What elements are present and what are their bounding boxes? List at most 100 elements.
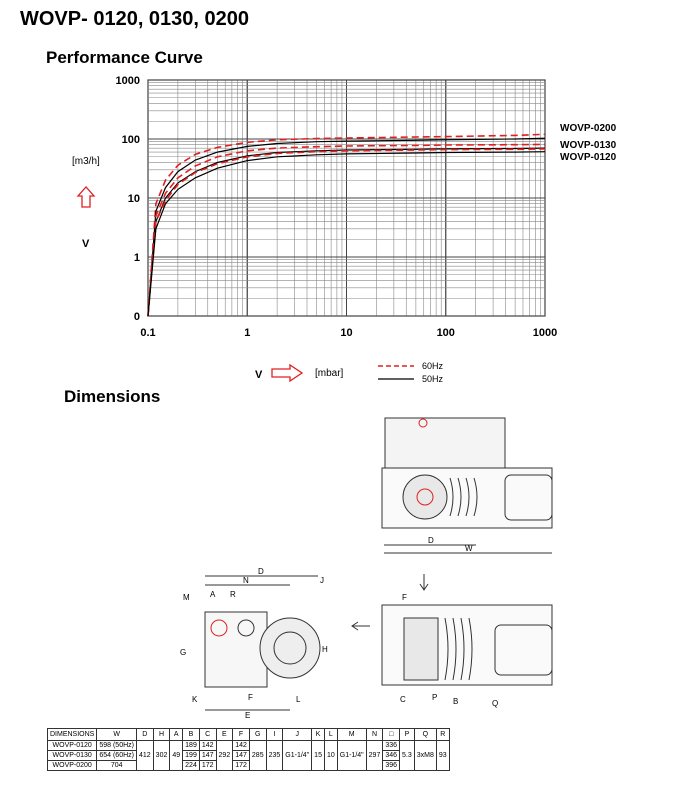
w-cell: 598 (50Hz) bbox=[96, 740, 137, 751]
front-view-port-left bbox=[210, 619, 228, 637]
q-cell: 3xM8 bbox=[413, 740, 437, 771]
dim-label-front-h: H bbox=[322, 645, 328, 654]
model-cell: WOVP-0200 bbox=[46, 760, 98, 771]
dim-label-front-d: D bbox=[258, 567, 264, 576]
header-m: M bbox=[336, 728, 367, 741]
right-view-motor bbox=[494, 624, 553, 676]
side-view-fan bbox=[402, 474, 448, 520]
chart-grid bbox=[147, 79, 546, 317]
header-k: K bbox=[311, 728, 325, 741]
w-cell: 704 bbox=[96, 760, 137, 771]
side-view-tank bbox=[384, 417, 506, 469]
h-cell: 302 bbox=[152, 740, 171, 771]
legend-60hz-label: 60Hz bbox=[422, 361, 444, 371]
x-axis-unit: [mbar] bbox=[315, 368, 344, 379]
l-cell: 10 bbox=[323, 740, 338, 771]
y-axis-unit: [m3/h] bbox=[72, 156, 100, 167]
header-i: I bbox=[265, 728, 284, 741]
series-line-wovp-0130-60hz bbox=[147, 143, 546, 317]
b-cell: 189 bbox=[182, 740, 200, 751]
header-e: E bbox=[215, 728, 234, 741]
dim-label-right-p: P bbox=[432, 693, 437, 702]
side-view-port bbox=[418, 418, 428, 428]
header-dimensions: DIMENSIONS bbox=[46, 728, 98, 741]
front-view-fan-inner bbox=[273, 631, 307, 665]
dim-label-right-q: Q bbox=[492, 699, 498, 708]
c-cell: 142 bbox=[198, 740, 217, 751]
header-a: A bbox=[169, 728, 184, 741]
y-tick-label: 1 bbox=[134, 252, 140, 264]
c-cell: 172 bbox=[198, 760, 217, 771]
dim-label-front-g: G bbox=[180, 648, 186, 657]
header-g: G bbox=[248, 728, 267, 741]
series-label-wovp-0200: WOVP-0200 bbox=[560, 123, 617, 134]
header-d: D bbox=[135, 728, 154, 741]
c-cell: 147 bbox=[198, 750, 217, 761]
dim-label-front-l: L bbox=[296, 695, 301, 704]
series-line-wovp-0120-50hz bbox=[147, 151, 546, 317]
dim-label-front-r: R bbox=[230, 590, 236, 599]
k-cell: 15 bbox=[311, 740, 325, 771]
header-w: W bbox=[96, 728, 137, 741]
f-cell: 142 bbox=[232, 740, 250, 751]
header-box: □ bbox=[382, 728, 401, 741]
g-cell: 285 bbox=[248, 740, 267, 771]
dim-label-right-b: B bbox=[453, 697, 458, 706]
header-l: L bbox=[323, 728, 338, 741]
right-view-drawing: F C P B Q bbox=[351, 574, 553, 708]
table-row: WOVP-0200 704 224 172 172 396 bbox=[46, 760, 450, 771]
side-view-drawing: D W bbox=[381, 417, 553, 554]
dim-label-w: W bbox=[465, 544, 473, 553]
dim-label-front-f: F bbox=[248, 693, 253, 702]
p-cell: 5.3 bbox=[399, 740, 415, 771]
dimensions-table: DIMENSIONS W D H A B C E F G I J K L M N… bbox=[46, 728, 450, 771]
dimension-drawings: D W D N J M A R G H K F E L F C P B Q bbox=[180, 417, 553, 720]
front-view-drawing: D N J M A R G H K F E L bbox=[180, 567, 328, 720]
e-cell: 292 bbox=[215, 740, 234, 771]
right-view-block bbox=[403, 617, 439, 681]
table-row: WOVP-0130 654 (60Hz) 199 147 147 346 bbox=[46, 750, 450, 761]
n-cell: 297 bbox=[365, 740, 384, 771]
x-axis-symbol: V bbox=[255, 369, 263, 381]
series-label-wovp-0120: WOVP-0120 bbox=[560, 152, 617, 163]
right-arrow-icon bbox=[271, 363, 304, 383]
y-tick-label: 0 bbox=[134, 311, 140, 323]
b-cell: 224 bbox=[182, 760, 200, 771]
dim-label-right-c: C bbox=[400, 695, 406, 704]
performance-curve-heading: Performance Curve bbox=[46, 48, 203, 67]
left-arrow-icon bbox=[351, 621, 370, 631]
series-line-wovp-0120-60hz bbox=[147, 148, 546, 317]
model-cell: WOVP-0120 bbox=[46, 740, 98, 751]
chart-curves bbox=[147, 133, 546, 317]
front-view-housing bbox=[204, 611, 268, 688]
j-cell: G1-1/4" bbox=[282, 740, 313, 771]
y-tick-label: 10 bbox=[128, 193, 140, 205]
w-cell: 654 (60Hz) bbox=[96, 750, 137, 761]
i-cell: 235 bbox=[265, 740, 284, 771]
header-j: J bbox=[282, 728, 313, 741]
series-label-wovp-0130: WOVP-0130 bbox=[560, 140, 617, 151]
table-header-row: DIMENSIONS W D H A B C E F G I J K L M N… bbox=[46, 728, 450, 741]
right-view-fins bbox=[444, 617, 473, 681]
header-r: R bbox=[435, 728, 450, 741]
m-cell: G1-1/4" bbox=[336, 740, 367, 771]
side-view-fan-hub bbox=[416, 488, 434, 506]
y-axis-label-group: [m3/h] V bbox=[72, 156, 100, 250]
side-view-motor bbox=[504, 474, 553, 521]
down-arrow-icon bbox=[419, 574, 429, 591]
header-p: P bbox=[399, 728, 415, 741]
dim-label-front-e: E bbox=[245, 711, 250, 720]
d-cell: 412 bbox=[135, 740, 154, 771]
chart-legend: 60Hz 50Hz bbox=[378, 361, 444, 384]
header-c: C bbox=[198, 728, 217, 741]
box-cell: 396 bbox=[382, 760, 401, 771]
legend-50hz-label: 50Hz bbox=[422, 374, 444, 384]
x-tick-label: 1000 bbox=[533, 327, 557, 339]
table-row: WOVP-0120 598 (50Hz) 412 302 49 189 142 … bbox=[46, 740, 450, 771]
y-tick-label: 100 bbox=[122, 134, 140, 146]
header-b: B bbox=[182, 728, 200, 741]
box-cell: 346 bbox=[382, 750, 401, 761]
header-n: N bbox=[365, 728, 384, 741]
